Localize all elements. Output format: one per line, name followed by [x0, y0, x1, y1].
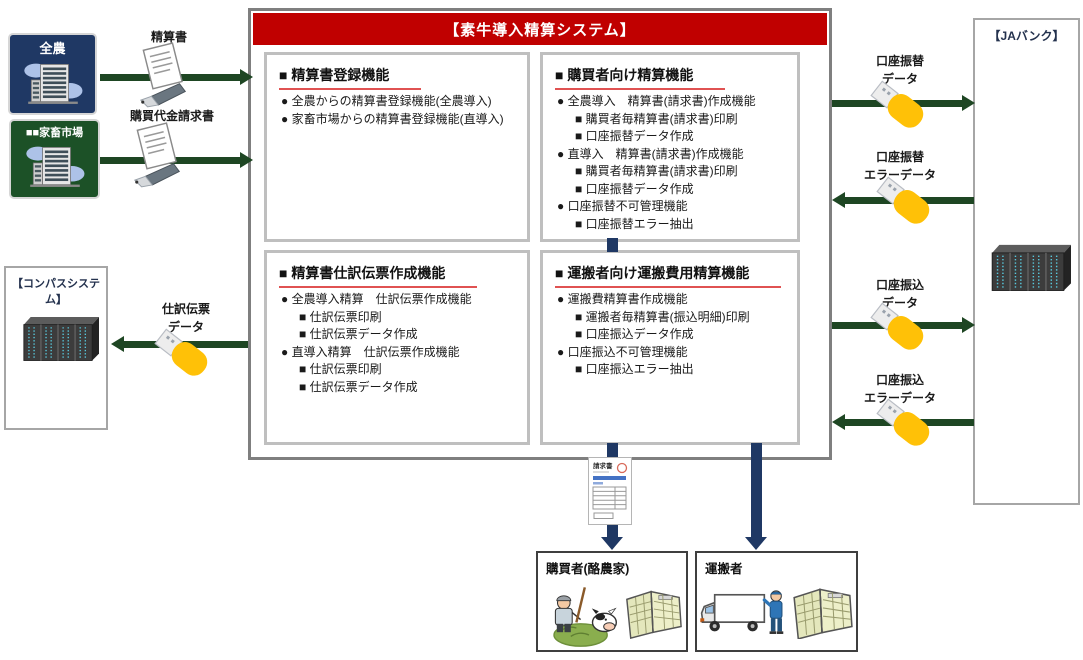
document-pen-icon [130, 122, 188, 188]
usb-icon [866, 76, 930, 134]
invoice-icon: 請求書 [588, 457, 632, 525]
box-heading: ■ 購買者向け精算機能 [555, 65, 797, 90]
connector-to-transporter [751, 443, 762, 538]
arrow-furikae-data-head [962, 95, 975, 111]
function-box-transporter-settlement: ■ 運搬者向け運搬費用精算機能 ● 運搬費精算書作成機能 ■ 運搬者毎精算書(振… [540, 250, 800, 445]
arrow-furikae-error-head [832, 192, 845, 208]
feature-item: ■ 口座振込エラー抽出 [575, 362, 694, 376]
feature-item: ■ 購買者毎精算書(請求書)印刷 [575, 164, 738, 178]
connector-buyer-to-transport [607, 238, 618, 252]
feature-item: ● 全農導入 精算書(請求書)作成機能 [557, 94, 756, 108]
bankbook-icon [789, 581, 855, 639]
connector-to-buyer-head [601, 537, 623, 550]
box-heading: ■ 運搬者向け運搬費用精算機能 [555, 263, 797, 288]
furikomi-data-label-line1: 口座振込 [875, 278, 925, 292]
box-heading: ■ 精算書登録機能 [279, 65, 527, 90]
feature-item: ● 直導入精算 仕訳伝票作成機能 [281, 344, 460, 359]
feature-item: ● 直導入 精算書(請求書)作成機能 [557, 146, 744, 161]
farmer-cow-illustration [553, 587, 617, 647]
feature-item: ■ 購買者毎精算書(請求書)印刷 [575, 111, 738, 126]
usb-icon [872, 172, 936, 230]
feature-item: ● 口座振込不可管理機能 [557, 344, 688, 359]
arrow-purchase-invoice-head [240, 152, 253, 168]
building-icon [24, 141, 86, 191]
furikae-data-label-line1: 口座振替 [875, 54, 925, 68]
bankbook-icon [622, 583, 684, 639]
furikae-error-label-line1: 口座振替 [875, 150, 925, 164]
svg-text:請求書: 請求書 [593, 461, 613, 470]
furikae-data-label-line2: データ [881, 72, 919, 86]
function-box-journal-voucher: ■ 精算書仕訳伝票作成機能 ● 全農導入精算 仕訳伝票作成機能 ■ 仕訳伝票印刷… [264, 250, 530, 445]
compass-system-label: 【コンパスシステム】 [12, 278, 100, 306]
transporter-label: 運搬者 [705, 562, 743, 576]
arrow-furikomi-error-head [832, 414, 845, 430]
arrow-journal-head [111, 336, 124, 352]
journal-data-label-line1: 仕訳伝票 [161, 302, 211, 316]
usb-icon [866, 298, 930, 356]
ja-bank-box: 【JAバンク】 [973, 18, 1080, 505]
document-pen-icon [136, 42, 194, 108]
compass-system-box: 【コンパスシステム】 [4, 266, 108, 430]
feature-item: ■ 仕訳伝票印刷 [299, 309, 382, 324]
transporter-box: 運搬者 [695, 551, 858, 652]
feature-item: ■ 口座振替データ作成 [575, 129, 694, 143]
server-icon [985, 242, 1071, 296]
function-box-settlement-registration: ■ 精算書登録機能 ● 全農からの精算書登録機能(全農導入) ● 家畜市場からの… [264, 52, 530, 242]
purchase-invoice-label: 購買代金請求書 [129, 109, 215, 123]
zennoh-label: 全農 [39, 41, 66, 56]
feature-item: ■ 口座振込データ作成 [575, 327, 694, 341]
feature-item: ● 全農からの精算書登録機能(全農導入) [281, 94, 492, 108]
furikomi-error-label-line1: 口座振込 [875, 373, 925, 387]
furikomi-error-label-line2: エラーデータ [863, 391, 937, 405]
buyer-box: 購買者(酪農家) [536, 551, 688, 652]
furikomi-data-label-line2: データ [881, 296, 919, 310]
system-title: 【素牛導入精算システム】 [253, 13, 827, 45]
feature-item: ● 家畜市場からの精算書登録機能(直導入) [281, 111, 504, 126]
feature-item: ● 口座振替不可管理機能 [557, 199, 688, 213]
box-heading: ■ 精算書仕訳伝票作成機能 [279, 263, 527, 288]
source-box-livestock-market: ■■家畜市場 [9, 119, 100, 199]
truck-driver-illustration [700, 590, 784, 634]
usb-icon [872, 394, 936, 452]
feature-item: ● 運搬費精算書作成機能 [557, 292, 688, 306]
journal-data-label-line2: データ [167, 320, 205, 334]
ja-bank-label: 【JAバンク】 [988, 29, 1065, 43]
feature-item: ● 全農導入精算 仕訳伝票作成機能 [281, 292, 472, 306]
building-icon [22, 58, 84, 108]
feature-item: ■ 口座振替エラー抽出 [575, 216, 694, 231]
source-box-zennoh: 全農 [8, 33, 97, 115]
feature-item: ■ 仕訳伝票データ作成 [299, 379, 418, 394]
furikae-error-label-line2: エラーデータ [863, 168, 937, 182]
usb-icon [150, 324, 214, 382]
connector-to-transporter-head [745, 537, 767, 550]
feature-item: ■ 運搬者毎精算書(振込明細)印刷 [575, 309, 750, 324]
feature-item: ■ 仕訳伝票印刷 [299, 362, 382, 376]
livestock-market-label: ■■家畜市場 [25, 127, 84, 139]
arrow-furikomi-data-head [962, 317, 975, 333]
feature-item: ■ 仕訳伝票データ作成 [299, 327, 418, 341]
feature-item: ■ 口座振替データ作成 [575, 181, 694, 196]
server-icon [17, 314, 99, 366]
function-box-buyer-settlement: ■ 購買者向け精算機能 ● 全農導入 精算書(請求書)作成機能 ■ 購買者毎精算… [540, 52, 800, 242]
buyer-label: 購買者(酪農家) [546, 562, 630, 576]
arrow-seisansho-head [240, 69, 253, 85]
seisansho-label: 精算書 [150, 30, 188, 44]
